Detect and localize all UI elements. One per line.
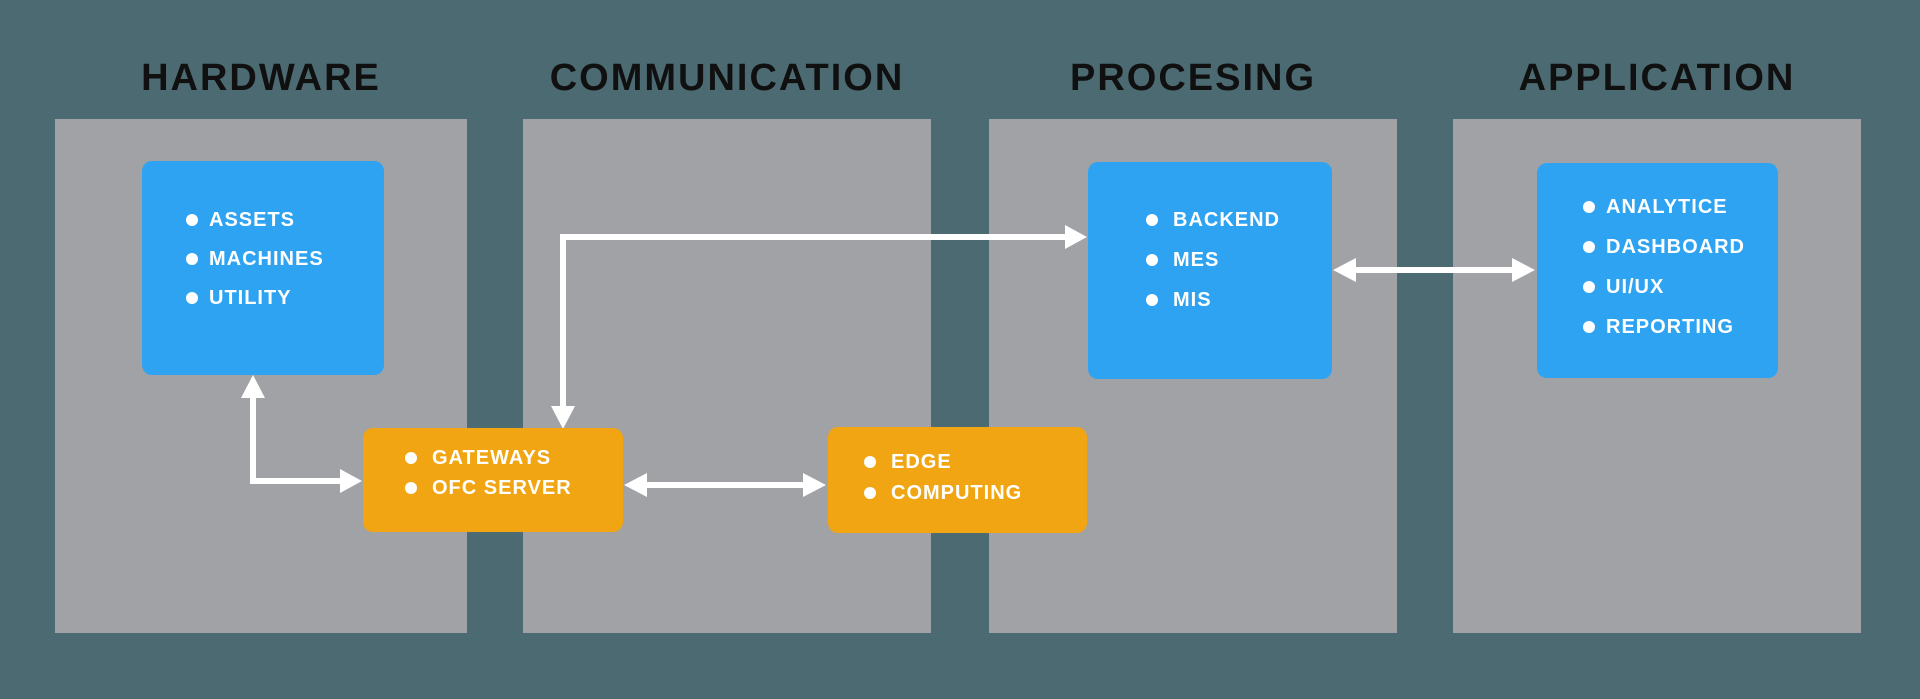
list-item-label: REPORTING [1606,315,1734,338]
list-item-label: ASSETS [209,208,296,231]
bullet-icon [1583,321,1595,333]
list-item: MACHINES [186,246,384,272]
list-item: MIS [1146,287,1332,313]
list-item-label: UTILITY [209,286,292,309]
list-item: ANALYTICE [1583,194,1778,220]
gateways-box: GATEWAYS OFC SERVER [363,428,623,532]
list-item-label: ANALYTICE [1606,195,1728,218]
list-item: DASHBOARD [1583,234,1778,260]
column-header-procesing: PROCESING [1069,56,1317,99]
list-item: ASSETS [186,207,384,233]
list-item: BACKEND [1146,207,1332,233]
processing-box-list: BACKEND MES MIS [1088,162,1332,313]
bullet-icon [1146,214,1158,226]
list-item: GATEWAYS [405,445,623,471]
list-item: MES [1146,247,1332,273]
bullet-icon [186,292,198,304]
bullet-icon [1583,281,1595,293]
list-item: UI/UX [1583,274,1778,300]
list-item-label: MIS [1173,288,1212,311]
hardware-box-list: ASSETS MACHINES UTILITY [142,161,384,311]
application-box-list: ANALYTICE DASHBOARD UI/UX REPORTING [1537,163,1778,340]
panel-communication [523,119,931,633]
list-item-label: COMPUTING [891,481,1023,504]
bullet-icon [1146,294,1158,306]
column-header-application: APPLICATION [1518,56,1796,99]
list-item-label: BACKEND [1173,208,1280,231]
edge-computing-box: EDGE COMPUTING [828,427,1087,533]
list-item: UTILITY [186,285,384,311]
bullet-icon [186,214,198,226]
column-header-hardware: HARDWARE [141,56,381,99]
list-item: COMPUTING [864,480,1087,506]
bullet-icon [186,253,198,265]
list-item: EDGE [864,449,1087,475]
processing-box: BACKEND MES MIS [1088,162,1332,379]
list-item-label: GATEWAYS [432,446,552,469]
column-header-communication: COMMUNICATION [549,56,905,99]
list-item-label: EDGE [891,450,952,473]
list-item: OFC SERVER [405,475,623,501]
bullet-icon [405,482,417,494]
bullet-icon [1583,241,1595,253]
list-item: REPORTING [1583,314,1778,340]
list-item-label: DASHBOARD [1606,235,1745,258]
list-item-label: MACHINES [209,247,324,270]
list-item-label: UI/UX [1606,275,1665,298]
hardware-box: ASSETS MACHINES UTILITY [142,161,384,375]
bullet-icon [405,452,417,464]
application-box: ANALYTICE DASHBOARD UI/UX REPORTING [1537,163,1778,378]
list-item-label: MES [1173,248,1220,271]
edge-computing-box-list: EDGE COMPUTING [828,427,1087,506]
bullet-icon [864,487,876,499]
list-item-label: OFC SERVER [432,476,572,499]
bullet-icon [1583,201,1595,213]
bullet-icon [864,456,876,468]
bullet-icon [1146,254,1158,266]
gateways-box-list: GATEWAYS OFC SERVER [363,428,623,501]
